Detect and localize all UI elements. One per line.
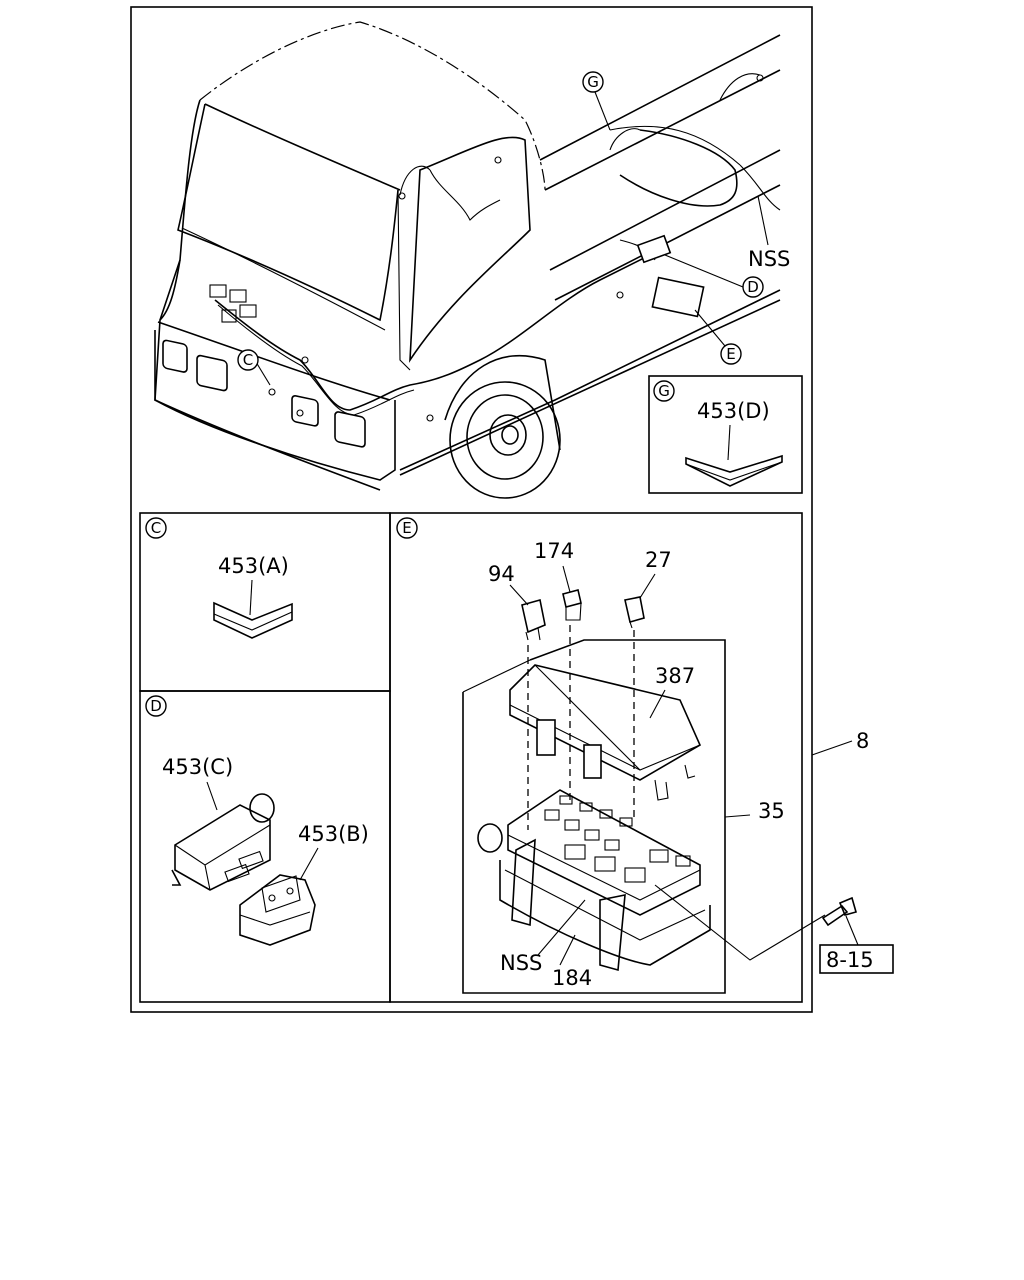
callout-g-circle <box>582 71 604 93</box>
label-nss-fusebox: NSS <box>500 951 542 975</box>
callout-e-circle <box>720 343 742 365</box>
label-part-35: 35 <box>758 799 785 823</box>
detail-d-part-b-label: 453(B) <box>298 822 369 846</box>
callout-e-letter: E <box>726 345 735 363</box>
detail-d-part-c-label: 453(C) <box>162 755 233 779</box>
detail-c-part-label: 453(A) <box>218 554 289 578</box>
detail-g-part-label: 453(D) <box>697 399 770 423</box>
bolt-icon <box>821 896 857 927</box>
detail-c-panel: C 453(A) <box>139 512 391 692</box>
callout-g-letter: G <box>587 73 599 91</box>
detail-e-panel: E <box>389 512 826 1003</box>
label-part-8: 8 <box>856 729 869 753</box>
callout-d-circle <box>742 276 764 298</box>
outer-frame <box>130 6 813 1013</box>
detail-g-panel: G 453(D) <box>648 375 803 494</box>
detail-e-letter: E <box>402 519 411 537</box>
label-part-94: 94 <box>488 562 515 586</box>
detail-c-letter: C <box>151 519 161 537</box>
callout-c-letter: C <box>243 351 253 369</box>
detail-g-letter: G <box>658 382 670 400</box>
label-nss-main: NSS <box>748 247 790 271</box>
reference-label: 8-15 <box>826 948 874 972</box>
label-part-184: 184 <box>552 966 592 990</box>
truck-illustration <box>154 21 781 499</box>
label-part-387: 387 <box>655 664 695 688</box>
detail-d-letter: D <box>150 697 162 715</box>
label-part-27: 27 <box>645 548 672 572</box>
fuse-cells <box>544 795 691 883</box>
label-part-174: 174 <box>534 539 574 563</box>
detail-d-panel: D 453(C) 453(B) <box>139 690 391 1003</box>
reference-box <box>819 944 894 974</box>
callout-d-letter: D <box>747 278 759 296</box>
callout-c-circle <box>237 349 259 371</box>
